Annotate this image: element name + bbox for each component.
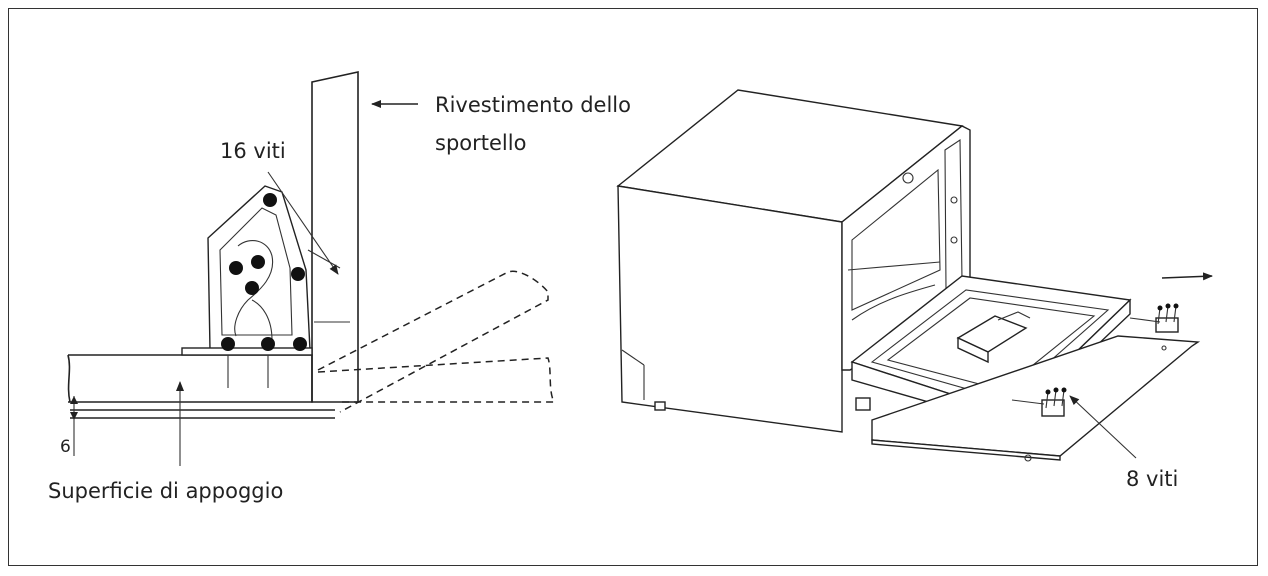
bracket-screws [1045,303,1179,409]
door-closed-dashed [317,357,556,403]
screw [293,337,307,351]
screw [221,337,235,351]
screw [229,261,243,275]
screw [263,193,277,207]
label-dimension-6: 6 [60,437,71,457]
hinge-base-plate [181,347,313,356]
label-screws-16: 16 viti [220,139,286,163]
screw [245,281,259,295]
label-door-cladding-1: Rivestimento dello [435,93,631,117]
screws-8-leader [1069,395,1137,459]
screw [261,337,275,351]
support-surface-break [67,354,71,403]
label-support-surface: Superficie di appoggio [48,479,283,503]
screw [291,267,305,281]
hinge-screws [221,193,307,351]
door-open-dashed [317,270,549,413]
screw [251,255,265,269]
dishwasher-interior [851,168,941,311]
label-door-cladding-2: sportello [435,131,526,155]
dishwasher-side [617,185,843,433]
arrow-right-icon [1161,272,1213,281]
support-surface-block [68,354,313,403]
screws-16-leader [267,171,339,275]
dishwasher-drawing [616,89,1213,462]
hinge-detail [67,71,556,466]
label-screws-8: 8 viti [1126,467,1178,491]
bracket-lower [1041,399,1065,417]
